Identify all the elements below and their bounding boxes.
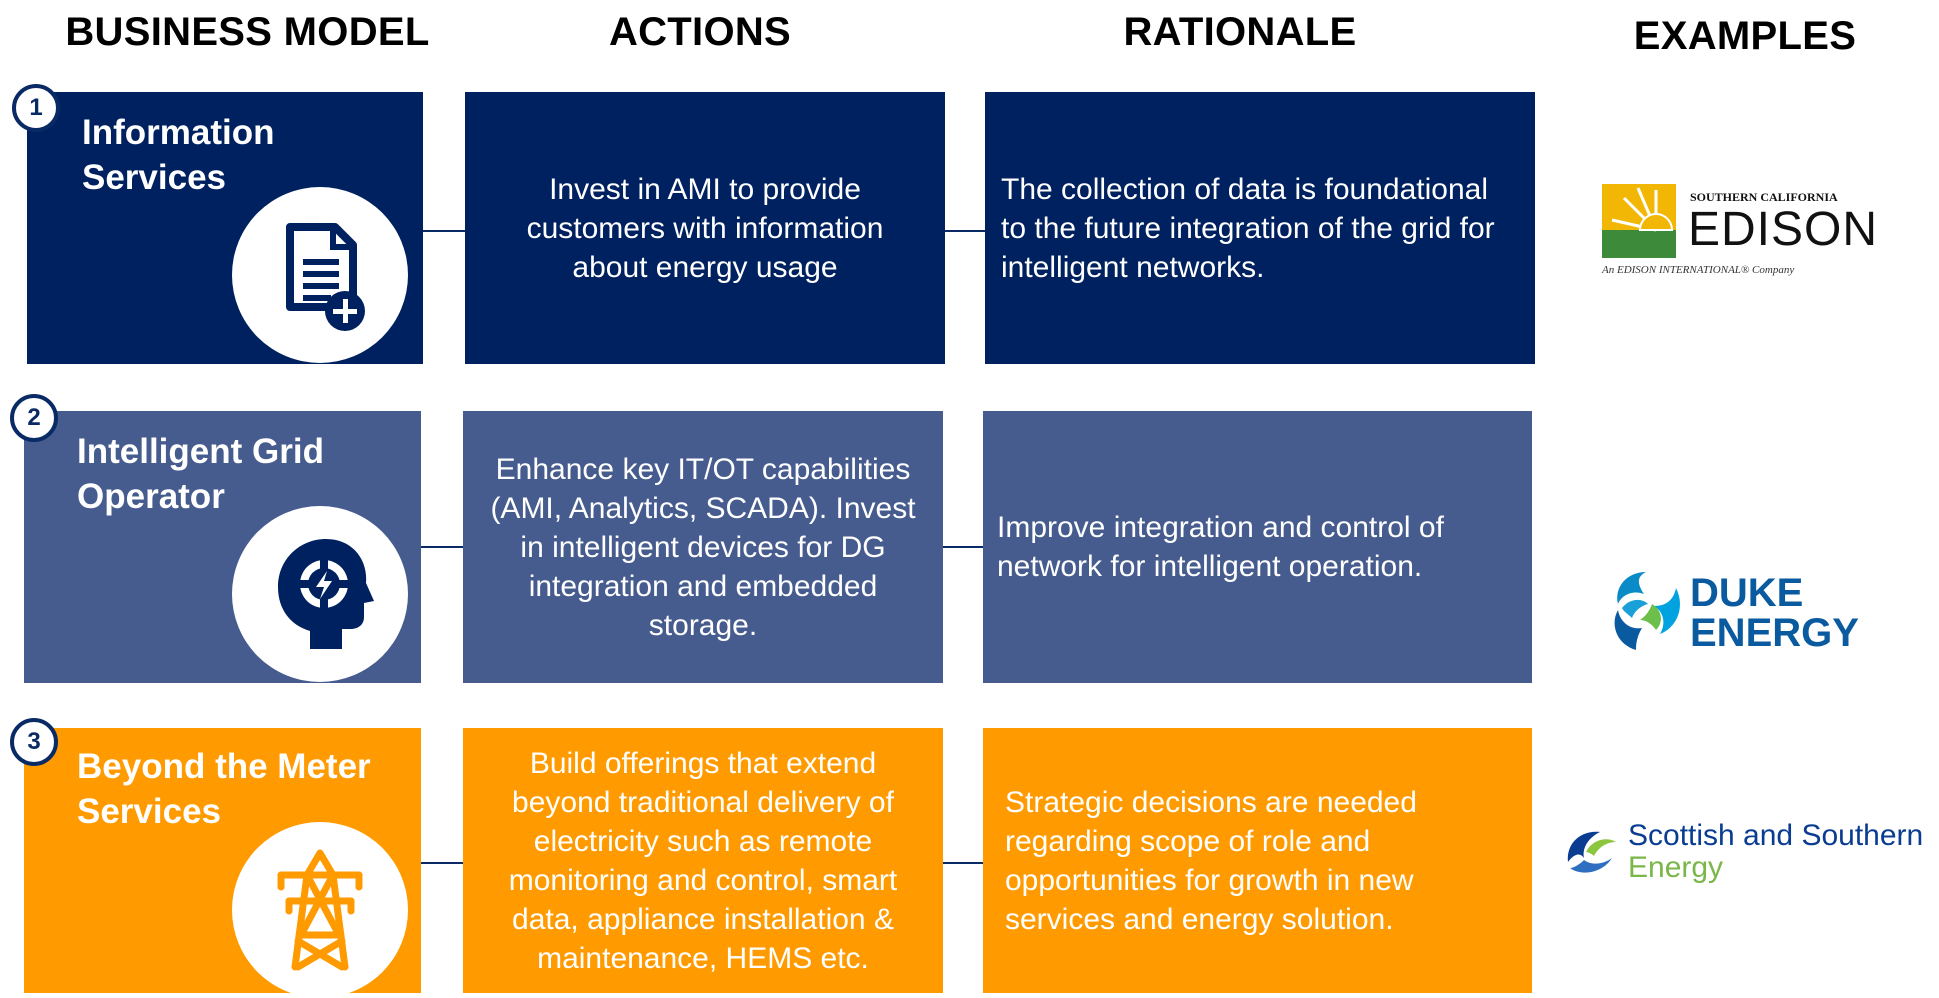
actions-text-2: Enhance key IT/OT capabilities (AMI, Ana…: [490, 452, 916, 642]
rationale-text-1: The collection of data is foundational t…: [1001, 172, 1495, 284]
power-tower-icon: [232, 822, 408, 998]
sse-swoosh-icon: [1567, 831, 1616, 873]
rationale-card-2: Improve integration and control of netwo…: [983, 411, 1532, 683]
header-business-model: BUSINESS MODEL: [65, 10, 430, 54]
business-model-card-3: Beyond the Meter Services: [24, 728, 421, 998]
rationale-text-3: Strategic decisions are needed regarding…: [1005, 785, 1417, 936]
connector-1a: [423, 230, 465, 232]
actions-text-1: Invest in AMI to provide customers with …: [526, 172, 884, 284]
connector-1b: [945, 230, 985, 232]
connector-3a: [421, 862, 463, 864]
business-model-title-2: Intelligent Grid Operator: [77, 432, 324, 516]
sse-line1-text: Scottish and Southern: [1628, 819, 1924, 852]
header-examples: EXAMPLES: [1633, 14, 1857, 58]
edison-tagline-text: An EDISON INTERNATIONAL® Company: [1602, 264, 1795, 276]
head-gear-icon: [232, 506, 408, 682]
actions-card-2: Enhance key IT/OT capabilities (AMI, Ana…: [463, 411, 943, 683]
rationale-card-3: Strategic decisions are needed regarding…: [983, 728, 1532, 993]
edison-name-text: EDISON: [1688, 203, 1879, 256]
duke-energy-logo: DUKE ENERGY: [1606, 568, 1878, 658]
connector-2a: [421, 546, 463, 548]
connector-3b: [943, 862, 983, 864]
business-model-title-3: Beyond the Meter Services: [77, 747, 371, 831]
edison-top-text: SOUTHERN CALIFORNIA: [1690, 190, 1838, 204]
sse-line2-text: Energy: [1628, 851, 1724, 884]
row-number-badge-1: 1: [12, 84, 60, 132]
header-rationale: RATIONALE: [1123, 10, 1357, 54]
duke-line1-text: DUKE: [1690, 571, 1804, 615]
row-number-badge-3: 3: [10, 718, 58, 766]
document-add-icon: [232, 187, 408, 363]
business-model-card-1: Information Services: [27, 92, 423, 364]
duke-line2-text: ENERGY: [1690, 611, 1859, 655]
rationale-text-2: Improve integration and control of netwo…: [997, 511, 1444, 583]
edison-logo: SOUTHERN CALIFORNIA EDISON An EDISON INT…: [1602, 184, 1877, 276]
business-model-card-2: Intelligent Grid Operator: [24, 411, 421, 683]
connector-2b: [943, 546, 983, 548]
row-number-badge-2: 2: [10, 394, 58, 442]
duke-swirl-icon: [1614, 572, 1681, 650]
sse-logo: Scottish and Southern Energy: [1562, 818, 1934, 890]
rationale-card-1: The collection of data is foundational t…: [985, 92, 1535, 364]
edison-sun-icon: [1602, 184, 1676, 258]
header-actions: ACTIONS: [608, 10, 792, 54]
actions-card-3: Build offerings that extend beyond tradi…: [463, 728, 943, 993]
actions-card-1: Invest in AMI to provide customers with …: [465, 92, 945, 364]
actions-text-3: Build offerings that extend beyond tradi…: [508, 746, 898, 975]
business-model-title-1: Information Services: [82, 113, 275, 197]
